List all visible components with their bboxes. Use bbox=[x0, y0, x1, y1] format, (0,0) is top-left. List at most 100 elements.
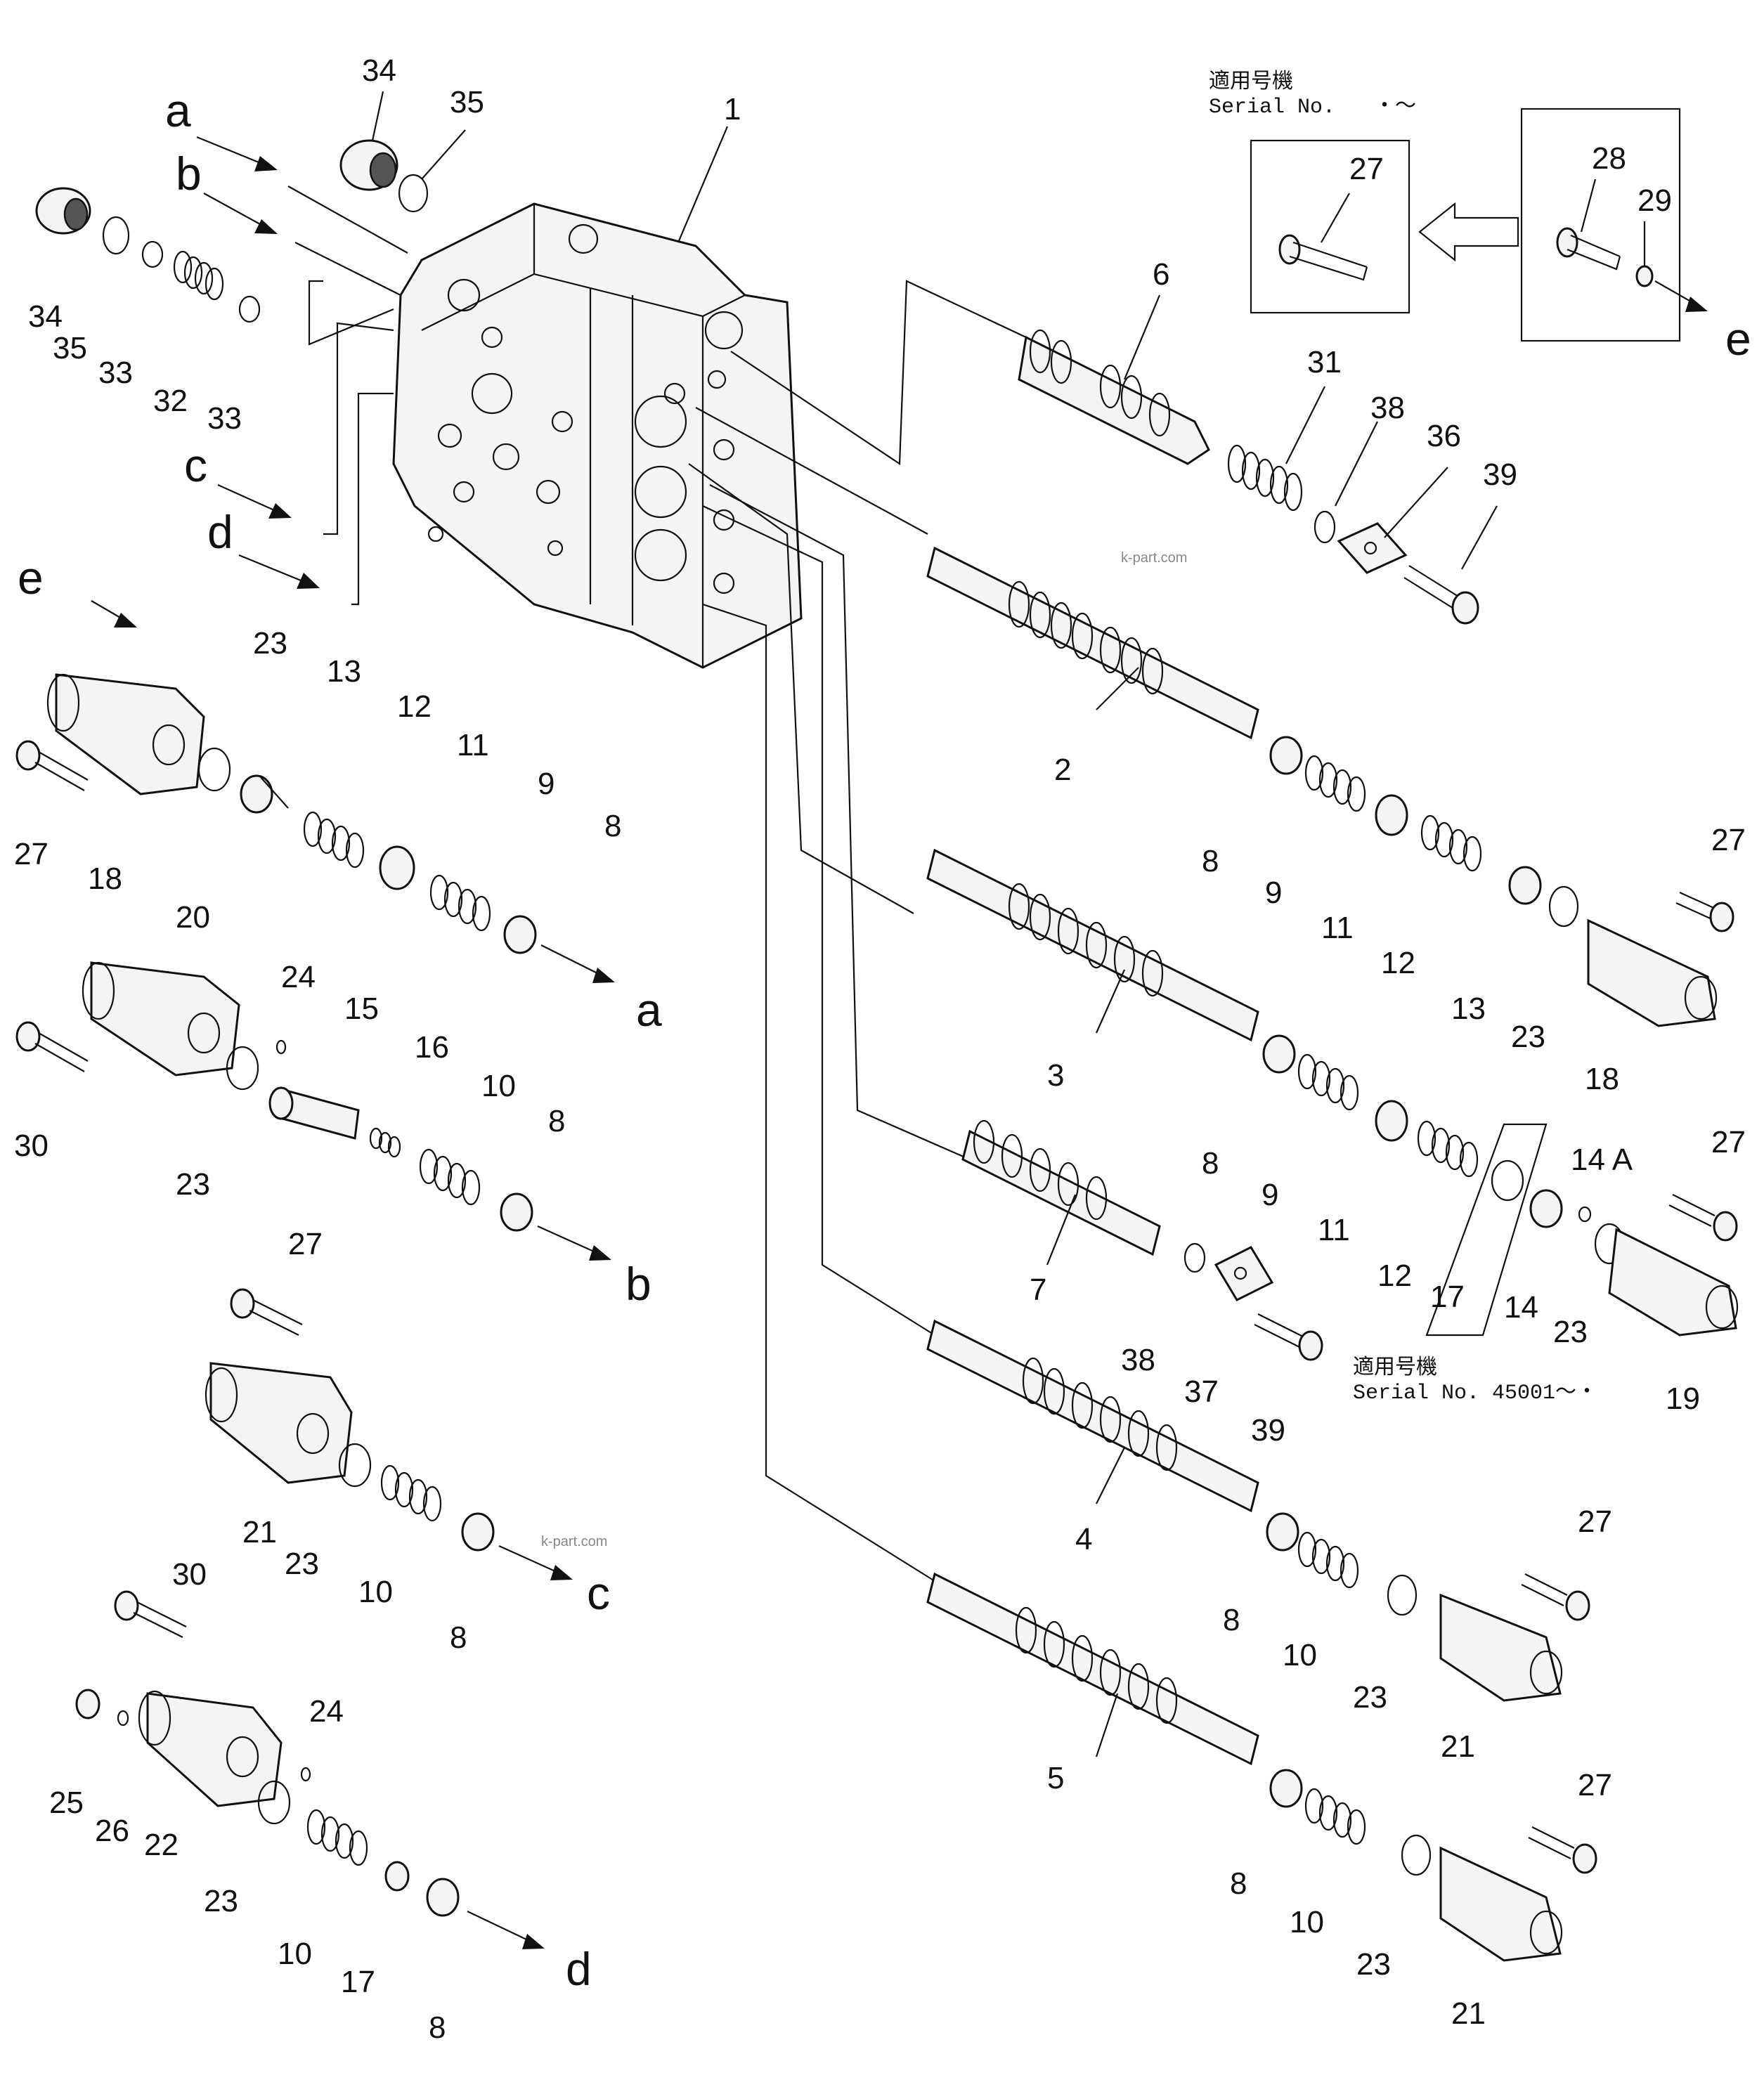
serial-bottom-jp: 適用号機 bbox=[1353, 1355, 1437, 1381]
watermark-1: k-part.com bbox=[1121, 550, 1187, 566]
seat-8-row5 bbox=[1269, 1769, 1303, 1808]
seat-8-row4 bbox=[1266, 1512, 1299, 1552]
callout-c30a: 30 bbox=[14, 1129, 48, 1163]
plug-34-upper bbox=[339, 139, 398, 191]
callout-c9b: 9 bbox=[1265, 876, 1282, 910]
washer-29 bbox=[1635, 265, 1654, 287]
seat-8-left1 bbox=[503, 915, 537, 954]
callout-c38a: 38 bbox=[1370, 391, 1405, 425]
callout-c14: 14 bbox=[1504, 1290, 1538, 1325]
callout-c6: 6 bbox=[1153, 257, 1169, 292]
solenoid-22 bbox=[138, 1690, 283, 1807]
solenoid-21-lower-right bbox=[1439, 1846, 1563, 1962]
bolt-27-row5 bbox=[1528, 1826, 1597, 1874]
ring-26 bbox=[117, 1710, 129, 1727]
callout-c16: 16 bbox=[415, 1030, 449, 1065]
callout-c39b: 39 bbox=[1251, 1413, 1285, 1448]
callout-c23g: 23 bbox=[204, 1884, 238, 1918]
callout-c21b: 21 bbox=[1441, 1729, 1475, 1764]
spring-16 bbox=[369, 1127, 401, 1158]
o-ring-23-left1 bbox=[197, 747, 231, 792]
solenoid-20 bbox=[82, 961, 240, 1077]
flow-letter-lb2: b bbox=[625, 1258, 651, 1310]
callout-c10b: 10 bbox=[358, 1575, 393, 1609]
spring-12-row2 bbox=[1420, 814, 1482, 872]
callout-c3: 3 bbox=[1047, 1058, 1064, 1093]
callout-c21c: 21 bbox=[1451, 1996, 1486, 2031]
spool-5 bbox=[926, 1572, 1259, 1766]
callout-c8d: 8 bbox=[1202, 1146, 1219, 1181]
flow-letter-lc1: c bbox=[184, 439, 207, 491]
flow-letter-ld1: d bbox=[207, 506, 233, 558]
callout-c23c: 23 bbox=[176, 1167, 210, 1202]
callout-c23f: 23 bbox=[1353, 1680, 1387, 1715]
piston-14 bbox=[1529, 1189, 1563, 1228]
serial-inset bbox=[1250, 108, 1708, 342]
piston-13-left bbox=[240, 774, 289, 814]
callout-c8g: 8 bbox=[429, 2010, 446, 2045]
retainer-11-row3 bbox=[1375, 1100, 1408, 1142]
spring-10-row5 bbox=[1304, 1788, 1366, 1845]
solenoid-18-left bbox=[46, 673, 205, 795]
callout-c8f: 8 bbox=[1223, 1603, 1240, 1637]
retainer-11-row2 bbox=[1375, 794, 1408, 836]
flow-arrows-into-body bbox=[91, 136, 408, 628]
callout-c15: 15 bbox=[344, 992, 379, 1026]
callout-c13a: 13 bbox=[327, 654, 361, 689]
callout-c30b: 30 bbox=[172, 1557, 207, 1592]
spring-32 bbox=[173, 250, 224, 301]
o-ring-35-left bbox=[102, 216, 130, 255]
serial-top-text: 適用号機 Serial No. ・～ bbox=[1209, 70, 1416, 119]
serial-bottom-text: 適用号機 Serial No. 45001～・ bbox=[1353, 1355, 1597, 1405]
spring-9-row2 bbox=[1304, 755, 1366, 812]
callout-c13b: 13 bbox=[1451, 992, 1486, 1026]
bolt-39-lower bbox=[1254, 1313, 1323, 1361]
flow-letter-lb1: b bbox=[176, 148, 202, 200]
cover-37 bbox=[1214, 1246, 1274, 1301]
valve-body bbox=[392, 202, 803, 669]
callout-c10c: 10 bbox=[1283, 1638, 1317, 1672]
callout-c11a: 11 bbox=[457, 728, 489, 762]
serial-top-jp: 適用号機 bbox=[1209, 70, 1293, 95]
solenoid-18-right bbox=[1587, 918, 1718, 1027]
spool-6 bbox=[1018, 329, 1210, 465]
solenoid-19 bbox=[1608, 1228, 1739, 1337]
plate-17-frame bbox=[1425, 1123, 1548, 1337]
callout-c33b: 33 bbox=[207, 401, 242, 436]
piston-13-row2 bbox=[1508, 866, 1542, 905]
piston-15 bbox=[268, 1086, 360, 1140]
callout-c11c: 11 bbox=[1318, 1213, 1350, 1247]
cover-36 bbox=[1337, 522, 1408, 574]
callout-c19: 19 bbox=[1666, 1381, 1700, 1416]
callout-c18b: 18 bbox=[1585, 1062, 1619, 1096]
retainer-11-left bbox=[379, 845, 415, 890]
callout-c26: 26 bbox=[95, 1814, 129, 1848]
bolt-30-left bbox=[15, 1021, 89, 1072]
o-ring-23-left4 bbox=[257, 1780, 291, 1825]
callout-c27b: 27 bbox=[1711, 823, 1746, 857]
bolt-28-inset bbox=[1556, 227, 1621, 271]
callout-c12b: 12 bbox=[1381, 946, 1415, 980]
callout-c24a: 24 bbox=[281, 960, 316, 994]
serial-top-label: Serial No. bbox=[1209, 96, 1335, 119]
callout-leaders bbox=[371, 91, 1646, 1757]
callout-c34a: 34 bbox=[362, 53, 396, 88]
o-ring-38-lower bbox=[1183, 1242, 1206, 1273]
callout-c25: 25 bbox=[49, 1786, 84, 1820]
seat-8-left3 bbox=[461, 1512, 495, 1552]
seat-8-row2 bbox=[1269, 736, 1303, 775]
spool-2 bbox=[926, 546, 1259, 740]
callout-c27f: 27 bbox=[1578, 1768, 1612, 1802]
flow-letter-lc2: c bbox=[587, 1567, 610, 1619]
spool-4 bbox=[926, 1319, 1259, 1513]
callout-c27c: 27 bbox=[1711, 1125, 1746, 1159]
serial-bottom-label: Serial No. 45001～・ bbox=[1353, 1381, 1597, 1405]
callout-c23h: 23 bbox=[1356, 1947, 1391, 1982]
spool-7 bbox=[961, 1119, 1161, 1256]
callout-c4: 4 bbox=[1075, 1522, 1092, 1556]
spring-10-row4 bbox=[1297, 1531, 1359, 1589]
callout-c38b: 38 bbox=[1121, 1343, 1155, 1377]
